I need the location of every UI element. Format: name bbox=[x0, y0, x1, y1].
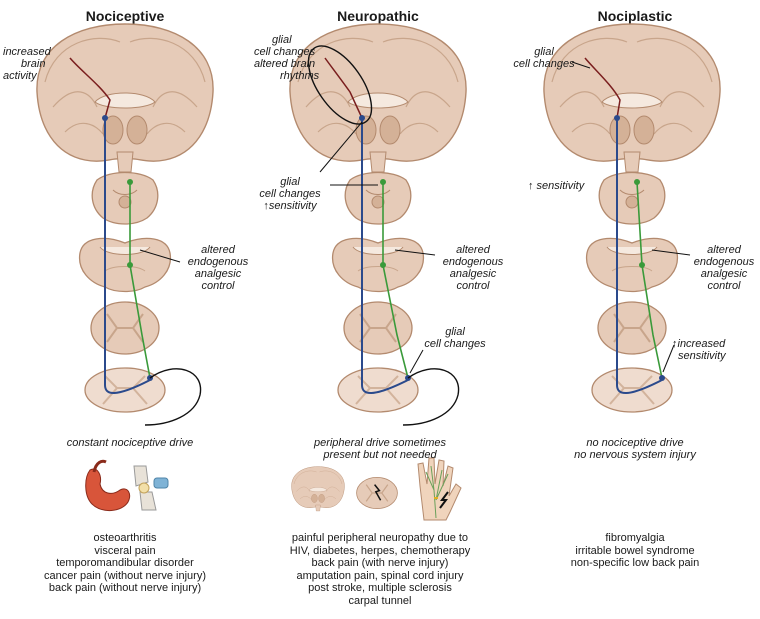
brain-note-neuropathic: glial cell changes altered brain rhythms bbox=[254, 34, 320, 82]
midbrain-note-neuropathic: glial cell changes ↑sensitivity bbox=[259, 176, 321, 212]
column-nociceptive bbox=[36, 23, 214, 426]
midbrain-section-icon bbox=[91, 171, 159, 225]
title-neuropathic: Neuropathic bbox=[337, 8, 419, 24]
title-nociceptive: Nociceptive bbox=[85, 8, 165, 24]
small-brain-icon bbox=[291, 466, 345, 512]
brain-note-nociplastic: glial cell changes bbox=[513, 46, 575, 70]
thalamus-relay-dot bbox=[102, 115, 108, 121]
cortical-neuron-line bbox=[69, 57, 111, 119]
cortex-highlight-ellipse bbox=[307, 45, 373, 125]
brainstem-note-neuropathic: altered endogenous analgesic control bbox=[442, 244, 504, 292]
medulla-section-icon bbox=[78, 237, 172, 293]
spinal-note-neuropathic: glial cell changes bbox=[424, 326, 486, 350]
conditions-list-neuropathic: painful peripheral neuropathy due to HIV… bbox=[289, 532, 471, 607]
conditions-list-nociplastic: fibromyalgia irritable bowel syndrome no… bbox=[570, 532, 700, 569]
drive-note-nociceptive: constant nociceptive drive bbox=[66, 437, 194, 449]
ascending-pathway-line bbox=[104, 118, 151, 394]
peripheral-nerve-loop bbox=[144, 368, 202, 426]
small-spinal-cord-icon bbox=[356, 476, 398, 510]
title-nociplastic: Nociplastic bbox=[597, 8, 673, 24]
brainstem-note-nociceptive: altered endogenous analgesic control bbox=[187, 244, 249, 292]
midbrain-note-nociplastic: ↑ sensitivity bbox=[528, 180, 585, 192]
conditions-list-nociceptive: osteoarthritis visceral pain temporomand… bbox=[43, 532, 207, 594]
column-neuropathic bbox=[289, 23, 467, 426]
descending-pathway-line bbox=[129, 182, 151, 379]
drive-note-nociplastic: no nociceptive drive no nervous system i… bbox=[574, 437, 696, 461]
knee-joint-icon bbox=[133, 465, 169, 511]
brain-note-nociceptive: increased brain activity bbox=[3, 46, 51, 82]
brain-section-icon bbox=[36, 23, 214, 173]
brainstem-note-nociplastic: altered endogenous analgesic control bbox=[693, 244, 755, 292]
hand-nerve-icon bbox=[417, 457, 462, 521]
column-nociplastic bbox=[543, 23, 721, 413]
upper-spinal-cord-icon bbox=[90, 301, 160, 355]
drive-note-neuropathic: peripheral drive sometimes present but n… bbox=[313, 437, 447, 461]
stomach-icon bbox=[85, 459, 131, 511]
spinal-note-nociplastic: ↑increased sensitivity bbox=[672, 338, 726, 362]
